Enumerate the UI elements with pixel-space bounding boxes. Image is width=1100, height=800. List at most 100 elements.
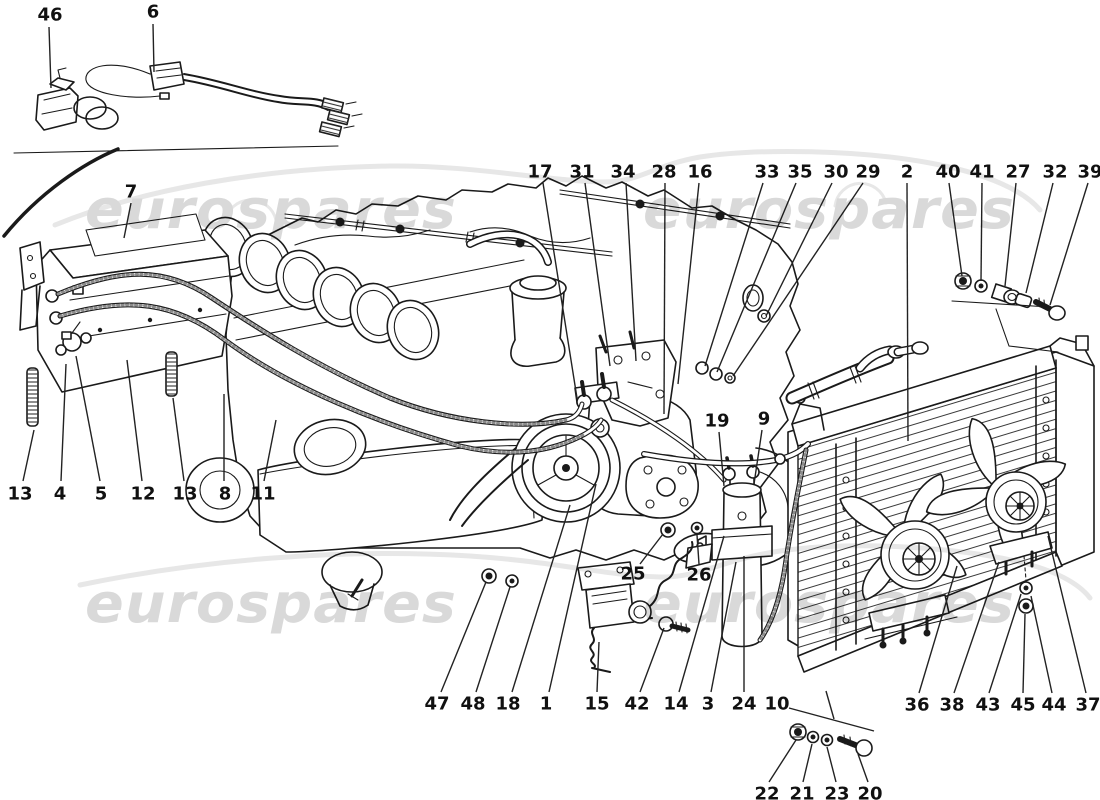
leader-line-29 [732,182,864,377]
car-silhouette-top [52,149,1043,228]
cooling-fan-1 [839,473,967,649]
callout-9: 9 [758,409,771,430]
callout-6: 6 [147,2,160,23]
leader-line-12 [126,359,143,482]
leader-line-44 [1030,595,1053,694]
capillary-curve [2,147,120,238]
fan-switch [149,61,185,91]
callout-30: 30 [823,162,848,183]
leader-line-28 [663,182,666,415]
callout-12: 12 [130,484,155,505]
callout-14: 14 [663,694,688,715]
leader-line-41 [980,182,983,282]
leader-line-46 [48,26,52,89]
leader-line-26 [696,534,700,565]
leader-line-23 [826,746,837,783]
callout-13: 13 [7,484,32,505]
callout-16: 16 [687,162,712,183]
thermo-sensor [628,541,694,634]
illustration [2,61,1095,757]
callout-18: 18 [495,694,520,715]
watermark-text: eurospares [85,572,457,635]
callout-8: 8 [219,484,232,505]
leader-line-15 [596,641,600,693]
callout-27: 27 [1005,162,1030,183]
callout-3: 3 [702,694,715,715]
leader-line-33 [704,182,764,367]
leader-line-7 [123,202,132,239]
leader-line-16 [677,182,700,385]
pressure-switch [35,87,79,131]
callout-42: 42 [624,694,649,715]
callout-15: 15 [584,694,609,715]
callout-20: 20 [857,784,882,800]
compressor [449,309,771,527]
leader-line-38 [953,561,1000,694]
leader-line-36 [918,565,958,694]
callout-45: 45 [1010,695,1035,716]
leader-line-13 [22,429,35,482]
leader-line-5 [75,355,101,482]
callout-23: 23 [824,784,849,800]
callout-2: 2 [901,162,914,183]
inset-separator-line [13,145,339,154]
leader-line-48 [475,586,511,693]
callout-11: 11 [250,484,275,505]
callout-44: 44 [1041,695,1066,716]
leader-line-31 [584,182,611,367]
callout-35: 35 [787,162,812,183]
cooling-fan-2 [925,417,1067,576]
callout-39: 39 [1077,162,1100,183]
leader-line-10 [788,707,875,732]
leader-line-35 [716,182,797,373]
leader-line-45 [1022,613,1026,694]
harness-terminals [318,97,363,138]
leader-line-3 [710,561,737,693]
callout-24: 24 [731,694,756,715]
leader-line-21 [802,743,813,783]
callout-5: 5 [95,484,108,505]
watermark-text: eurospares [643,572,1015,635]
callout-33: 33 [754,162,779,183]
inset-switches [2,61,363,238]
leader-line-17 [542,182,578,399]
callout-36: 36 [904,695,929,716]
leader-line-27 [1004,182,1017,287]
leader-line-47 [440,581,487,693]
callout-31: 31 [569,162,594,183]
engine-block [185,175,809,611]
callout-10: 10 [764,694,789,715]
callout-19: 19 [704,411,729,432]
leader-line-20 [857,753,869,783]
watermark-text: eurospares [643,178,1015,241]
drive-belt [449,447,529,527]
condenser-assembly [785,335,1095,673]
distributor [742,284,764,312]
leader-line-14 [678,535,725,693]
leader-line-9 [753,429,763,485]
callout-13: 13 [172,484,197,505]
leader-line-39 [1049,182,1089,306]
leader-line-22 [768,739,797,783]
callout-1: 1 [540,694,553,715]
leader-line-4 [60,363,67,482]
leader-line-40 [948,182,963,277]
callout-46: 46 [37,5,62,26]
callout-37: 37 [1075,695,1100,716]
leader-line-13 [172,397,185,482]
callout-22: 22 [754,784,779,800]
callout-29: 29 [855,162,880,183]
leader-line-18 [511,504,571,693]
radiator-pipe [785,341,929,405]
leader-line-19 [718,431,725,487]
callout-21: 21 [789,784,814,800]
oil-filler [466,230,567,367]
leader-line-25 [639,533,664,565]
leader-line-2 [906,182,909,442]
fasteners [481,272,1066,757]
leader-line-37 [1047,535,1087,694]
leader-line-1 [548,483,597,693]
watermark-layer: eurospares eurospares eurospares eurospa… [52,149,1093,635]
callout-32: 32 [1042,162,1067,183]
